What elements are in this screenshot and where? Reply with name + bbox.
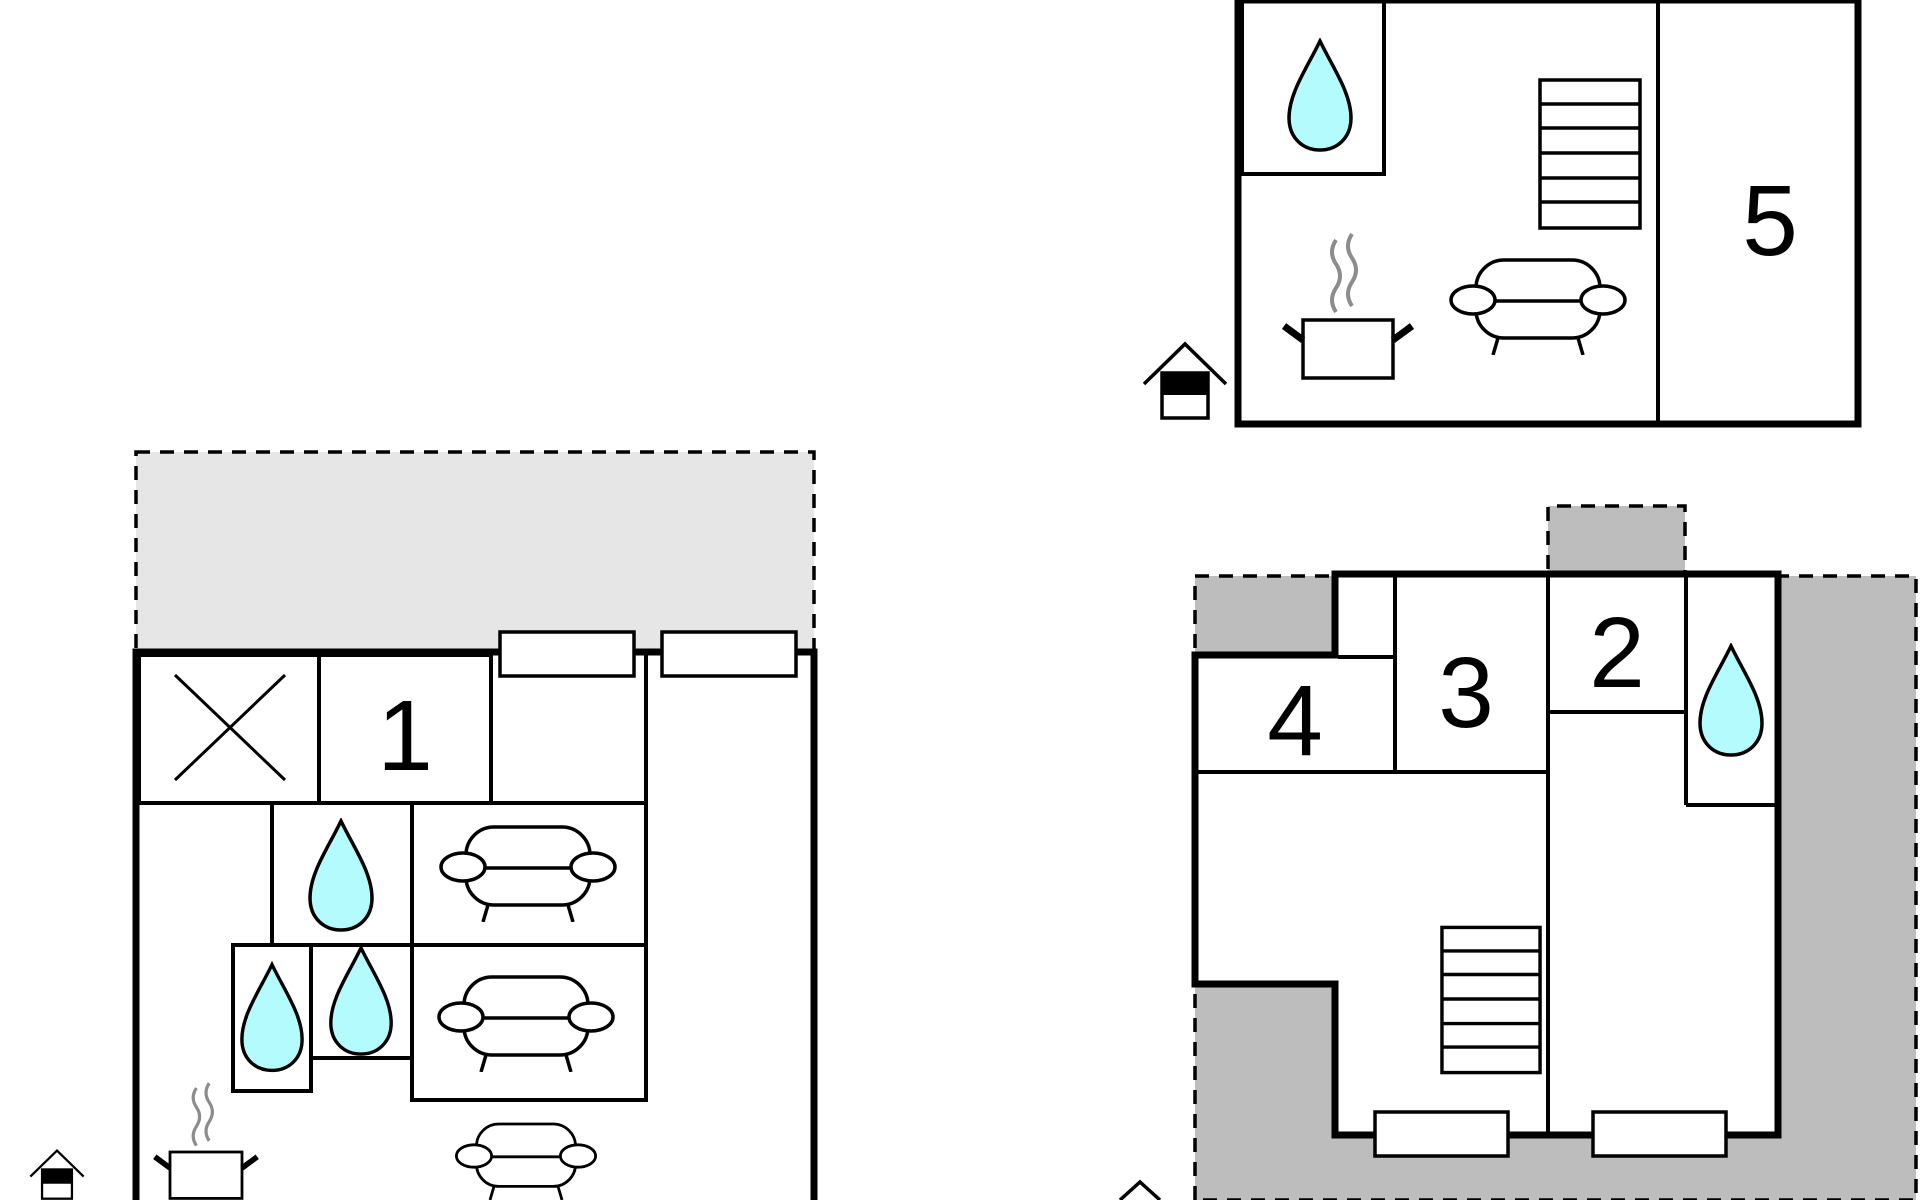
sofa-icon [454,1122,598,1200]
house-entrance-icon [1142,342,1228,420]
water-drop-icon [308,819,374,932]
water-drop-icon [1287,39,1353,152]
sofa-icon [1449,258,1627,355]
house-entrance-icon [28,1148,86,1200]
sofa-icon [439,825,617,922]
cooking-pot-icon [1284,234,1412,378]
room-label-4: 4 [1267,665,1323,777]
sofa-icon [437,975,615,1072]
stairs-icon [1538,78,1642,230]
room-label-2: 2 [1589,597,1645,709]
floor-right: 4 3 2 [1118,504,1918,1200]
room-label-1: 1 [377,680,433,792]
upper-bathroom-wall [1240,0,1386,176]
water-drop-icon [329,946,393,1056]
window [498,630,636,678]
house-entrance-icon [1118,1179,1162,1200]
living-room-wall [410,943,648,1102]
floor-left: 1 [28,450,818,1200]
room-label-3: 3 [1438,637,1494,749]
window [1591,1110,1728,1158]
cooking-pot-icon [155,1083,257,1198]
water-drop-icon [240,962,304,1073]
x-mark-icon [173,673,287,782]
window [1373,1110,1510,1158]
terrace-light [134,450,816,654]
upper-outer-wall [1234,0,1862,428]
right-outer-wall [1191,570,1782,1139]
left-outer-wall [132,648,818,1200]
stairs-icon [1440,925,1542,1075]
room-label-5: 5 [1742,165,1798,277]
window [660,630,798,678]
floor-upper: 5 [1142,0,1862,428]
